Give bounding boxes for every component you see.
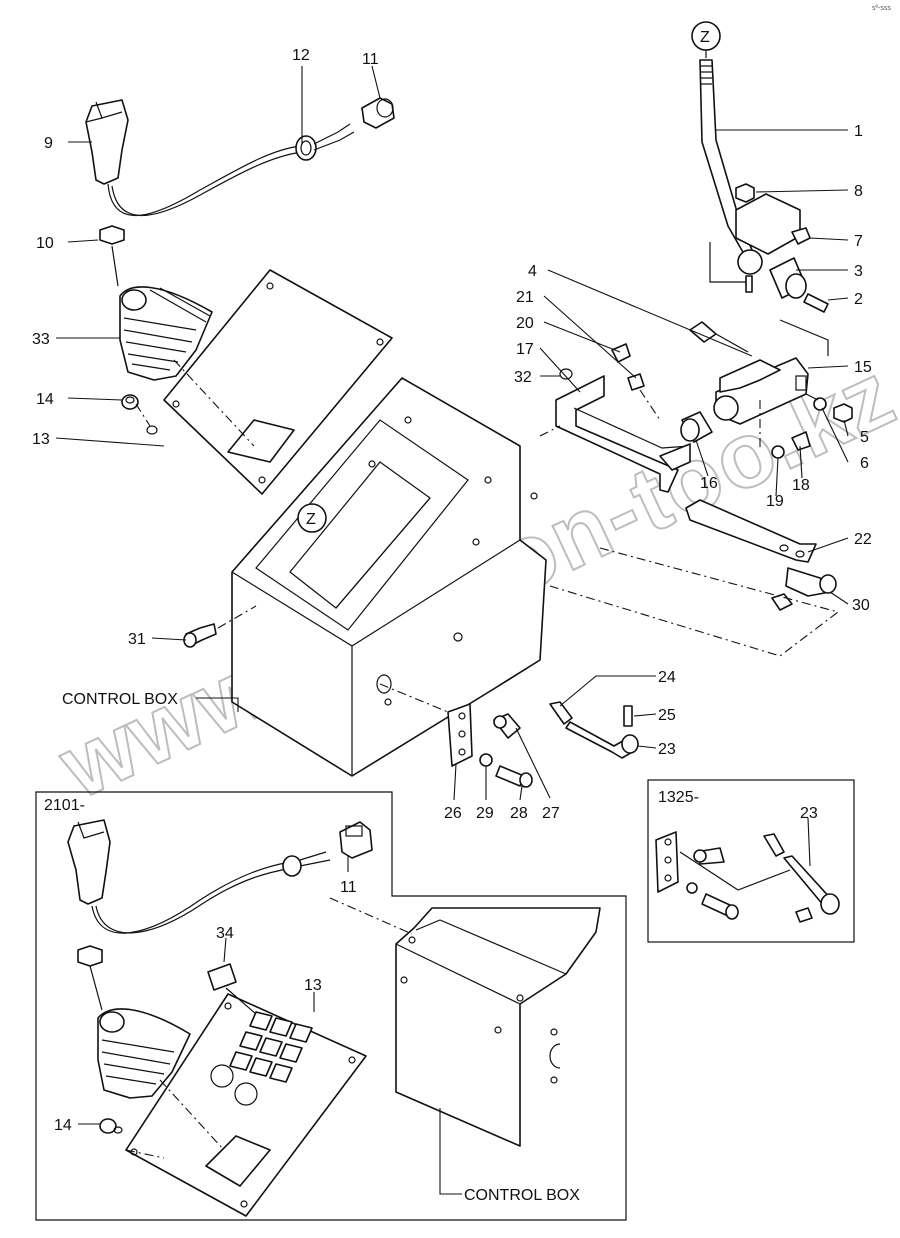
svg-text:27: 27: [542, 805, 560, 822]
switch-30: [771, 567, 837, 611]
cover-plate: [163, 269, 393, 495]
section-z-marker: Z: [297, 503, 327, 533]
bushing-16: [680, 411, 713, 443]
control-box-main: [231, 377, 547, 777]
svg-text:14: 14: [36, 391, 54, 408]
svg-text:14: 14: [54, 1117, 72, 1134]
svg-text:32: 32: [514, 369, 532, 386]
lever-pivot-block: [735, 193, 801, 293]
inset-shift-boot: [97, 1008, 191, 1099]
svg-text:6: 6: [860, 455, 869, 472]
knob-nut: [99, 225, 125, 245]
svg-text:23: 23: [658, 741, 676, 758]
svg-text:4: 4: [528, 263, 537, 280]
svg-text:5: 5: [860, 429, 869, 446]
svg-text:9: 9: [44, 135, 53, 152]
inset-2101-frame: [35, 791, 627, 1221]
svg-text:3: 3: [854, 263, 863, 280]
control-box-label: CONTROL BOX: [62, 691, 178, 708]
svg-text:2: 2: [854, 291, 863, 308]
svg-text:15: 15: [854, 359, 872, 376]
bracket-17: [555, 375, 691, 493]
svg-text:25: 25: [658, 707, 676, 724]
key-tip-24: [549, 701, 573, 725]
inset-connector: [339, 821, 373, 859]
inset-control-box: [395, 907, 601, 1147]
nut-8: [735, 183, 755, 203]
washer-6: [813, 397, 827, 411]
bushing-3: [769, 257, 807, 299]
bolt-14: [121, 394, 139, 410]
corner-mark: sº-sss: [872, 5, 891, 12]
inset-plate-26: [655, 831, 679, 893]
nut-5: [833, 403, 853, 423]
svg-text:1: 1: [854, 123, 863, 140]
bolt-21: [627, 373, 645, 391]
key-23: [565, 721, 639, 759]
inset-label-34: [207, 963, 237, 991]
bolt-4: [689, 321, 749, 353]
svg-text:11: 11: [362, 51, 379, 68]
inset-bolt-14: [99, 1118, 123, 1134]
svg-text:8: 8: [854, 183, 863, 200]
z-marker-top: Z: [691, 21, 721, 51]
inset-shift-knob: [67, 819, 111, 905]
svg-text:23: 23: [800, 805, 818, 822]
inset-switch-panel: [125, 993, 367, 1217]
leader-lines: [55, 65, 849, 1195]
inset-bolt: [701, 893, 739, 920]
inset-1325-label: 1325-: [658, 789, 699, 806]
svg-text:7: 7: [854, 233, 863, 250]
bolt-28: [495, 765, 533, 788]
svg-text:22: 22: [854, 531, 872, 548]
grommet: [295, 135, 317, 161]
svg-text:30: 30: [852, 597, 870, 614]
screw-27: [493, 713, 521, 739]
svg-text:34: 34: [216, 925, 234, 942]
bolt-31: [183, 623, 217, 648]
inset-screw: [693, 847, 725, 865]
shift-boot: [119, 286, 213, 381]
svg-text:31: 31: [128, 631, 146, 648]
svg-text:24: 24: [658, 669, 676, 686]
svg-text:21: 21: [516, 289, 534, 306]
svg-text:19: 19: [766, 493, 784, 510]
svg-text:10: 10: [36, 235, 54, 252]
pin-2: [803, 293, 829, 313]
bracket-15: [713, 357, 809, 425]
svg-text:18: 18: [792, 477, 810, 494]
plate-22: [685, 499, 817, 563]
pin-25: [623, 705, 633, 727]
svg-text:28: 28: [510, 805, 528, 822]
svg-text:Z: Z: [306, 511, 316, 528]
bolt-7: [791, 227, 811, 245]
svg-text:11: 11: [340, 879, 357, 896]
plate-26: [447, 703, 473, 767]
bolt-20: [611, 343, 631, 363]
svg-text:20: 20: [516, 315, 534, 332]
connector: [361, 97, 395, 129]
svg-text:Z: Z: [700, 29, 710, 46]
washer-19: [771, 445, 785, 459]
svg-text:33: 33: [32, 331, 50, 348]
svg-text:13: 13: [32, 431, 50, 448]
svg-text:26: 26: [444, 805, 462, 822]
inset-2101-label: 2101-: [44, 797, 85, 814]
svg-text:13: 13: [304, 977, 322, 994]
svg-text:29: 29: [476, 805, 494, 822]
inset-1325-frame: [647, 779, 855, 943]
svg-text:17: 17: [516, 341, 534, 358]
knob-cable: [107, 145, 301, 217]
callout-numbers: 9 10 33 14 13 12 11 1 8 7 3 2 4 21 20 17…: [32, 47, 872, 1204]
svg-text:16: 16: [700, 475, 718, 492]
washer-29: [479, 753, 493, 767]
svg-text:12: 12: [292, 47, 310, 64]
inset-knob-nut: [77, 945, 103, 967]
inset-key-23: [763, 833, 840, 923]
shift-knob: [85, 99, 129, 185]
inset-control-box-label: CONTROL BOX: [464, 1187, 580, 1204]
bolt-18: [791, 431, 811, 451]
